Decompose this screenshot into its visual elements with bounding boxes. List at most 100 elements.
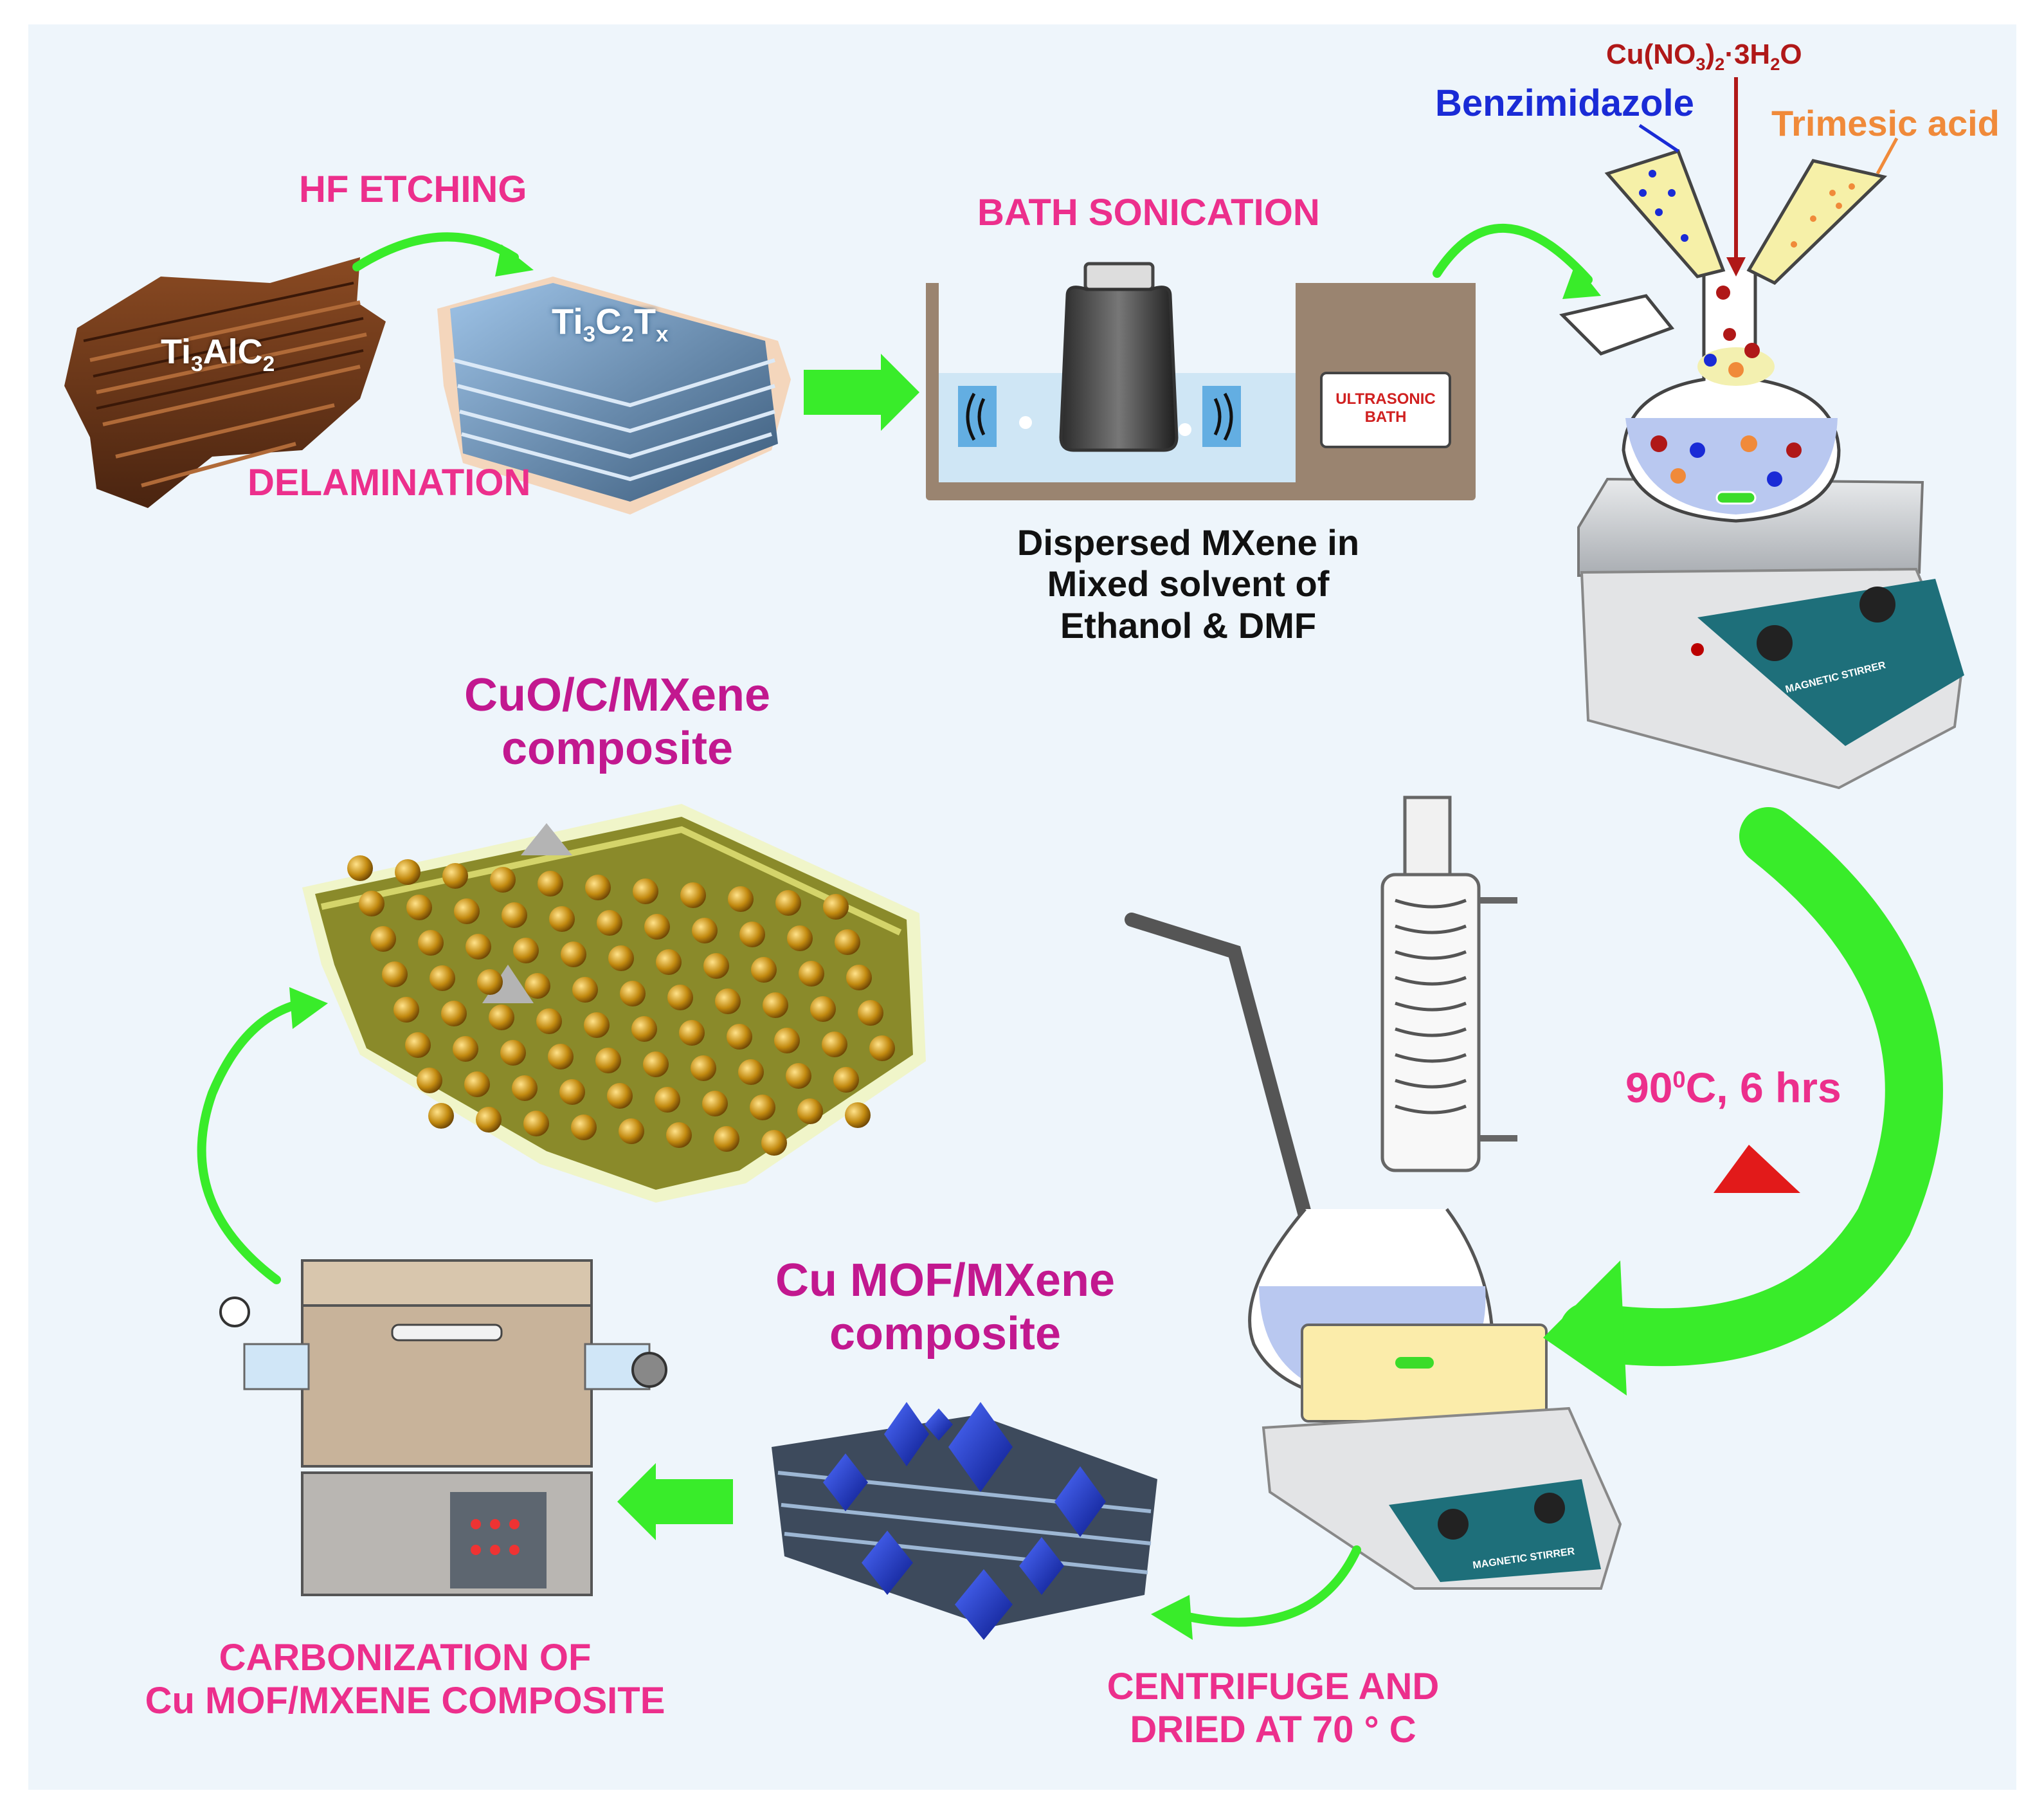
cuo-particle — [523, 1111, 549, 1136]
heating-arrow — [1559, 807, 1943, 1367]
ti3alc2-label: Ti3AlC2 — [161, 332, 275, 376]
carbonization-label: CARBONIZATION OF Cu MOF/MXENE COMPOSITE — [145, 1637, 665, 1722]
cuo-particle — [655, 1087, 680, 1113]
cuo-particle — [428, 1103, 454, 1129]
cuo-particle — [382, 961, 408, 987]
cuo-particle — [679, 1020, 705, 1046]
ti3c2tx-mxene-stack-illustration — [437, 277, 791, 514]
cuo-particle — [347, 855, 373, 881]
cuo-particle — [823, 894, 849, 920]
cuo-particle — [643, 1051, 669, 1077]
ultrasonic-bath-illustration — [926, 262, 1476, 500]
cuo-particle — [738, 1059, 764, 1085]
cuo-particle — [667, 985, 693, 1010]
cuo-particle — [727, 1024, 752, 1050]
cuo-particle — [549, 906, 575, 932]
cuo-particle — [393, 997, 419, 1023]
cuo-particle — [810, 996, 836, 1022]
heat-triangle-icon — [1714, 1145, 1800, 1193]
cuo-particle — [835, 929, 860, 955]
cuo-particle — [775, 890, 801, 916]
cuo-particle — [607, 1083, 633, 1109]
benzimidazole-label: Benzimidazole — [1435, 82, 1694, 124]
cuo-particle — [561, 942, 586, 967]
cuo-particle — [666, 1122, 692, 1148]
cuo-particles — [347, 855, 895, 1156]
cuo-particle — [359, 891, 384, 916]
trimesic-acid-label: Trimesic acid — [1771, 103, 2000, 143]
cuo-particle — [702, 1091, 728, 1116]
process-arrows — [197, 223, 1943, 1627]
cuo-particle — [797, 1098, 823, 1124]
bath-sonication-label: BATH SONICATION — [977, 192, 1320, 233]
ti3alc2-max-phase-illustration — [64, 257, 386, 508]
cuo-particle — [536, 1008, 562, 1034]
cuo-particle — [500, 1040, 526, 1066]
arrowheads — [289, 244, 1627, 1640]
cuo-particle — [489, 1005, 514, 1030]
cuo-particle — [608, 945, 634, 971]
cuo-particle — [680, 882, 706, 908]
cuo-particle — [692, 918, 718, 943]
cuo-particle — [597, 910, 622, 936]
cuo-particle — [525, 973, 550, 999]
cuo-particle — [572, 977, 598, 1003]
cuo-particle — [370, 926, 396, 952]
cuo-particle — [644, 914, 670, 940]
cuo-c-mxene-title: CuO/C/MXene composite — [464, 669, 771, 774]
cuo-particle — [833, 1067, 859, 1093]
cuo-particle — [430, 965, 455, 991]
cuo-particle — [715, 988, 741, 1014]
cuo-particle — [631, 1016, 657, 1042]
cu-mof-mxene-title: Cu MOF/MXene composite — [775, 1255, 1115, 1360]
cuo-particle — [739, 922, 765, 947]
delamination-label: DELAMINATION — [248, 462, 531, 504]
cuo-particle — [585, 875, 611, 900]
cuo-particle — [714, 1126, 739, 1152]
cuo-particle — [405, 1032, 431, 1058]
temperature-time-label: 900C, 6 hrs — [1625, 1064, 1841, 1111]
cuo-particle — [691, 1055, 716, 1081]
cuo-particle — [418, 930, 444, 956]
cuo-particle — [559, 1079, 585, 1105]
cuo-particle — [787, 925, 813, 951]
cuo-particle — [761, 1130, 787, 1156]
hf-etching-arrow — [352, 232, 519, 271]
cuo-particle — [728, 886, 754, 912]
tube-furnace-illustration — [219, 1259, 667, 1596]
reflux-setup-illustration — [1125, 796, 1622, 1590]
cuo-particle — [845, 1102, 871, 1128]
hf-etching-label: HF ETCHING — [299, 168, 527, 210]
cuo-particle — [619, 1118, 644, 1144]
cuo-particle — [584, 1012, 610, 1038]
cuo-particle — [869, 1035, 895, 1061]
cuo-particle — [464, 1071, 490, 1097]
cuo-particle — [633, 878, 658, 904]
to-flask-arrow — [1433, 223, 1593, 284]
cuo-particle — [395, 859, 421, 885]
cuo-particle — [822, 1032, 847, 1057]
cuo-particle — [763, 992, 788, 1018]
cuo-particle — [466, 934, 491, 960]
cuo-particle — [786, 1063, 811, 1089]
cuo-particle — [858, 1000, 883, 1026]
cuo-particle — [750, 1095, 775, 1120]
cuo-particle — [799, 961, 824, 987]
copper-nitrate-label: Cu(NO3)2·3H2O — [1606, 39, 1802, 74]
cuo-particle — [477, 969, 503, 995]
cuo-particle — [595, 1048, 621, 1073]
cuo-particle — [846, 965, 872, 990]
cuo-particle — [620, 981, 646, 1006]
cuo-particle — [406, 895, 432, 920]
ti3c2tx-label: Ti3C2Tx — [552, 301, 669, 347]
cuo-particle — [490, 867, 516, 893]
dispersed-mxene-label: Dispersed MXene in Mixed solvent of Etha… — [1017, 522, 1360, 646]
cuo-particle — [774, 1028, 800, 1053]
cuo-particle — [442, 863, 468, 889]
cuo-particle — [538, 871, 563, 896]
cuo-particle — [703, 953, 729, 979]
cuo-particle — [476, 1107, 502, 1133]
